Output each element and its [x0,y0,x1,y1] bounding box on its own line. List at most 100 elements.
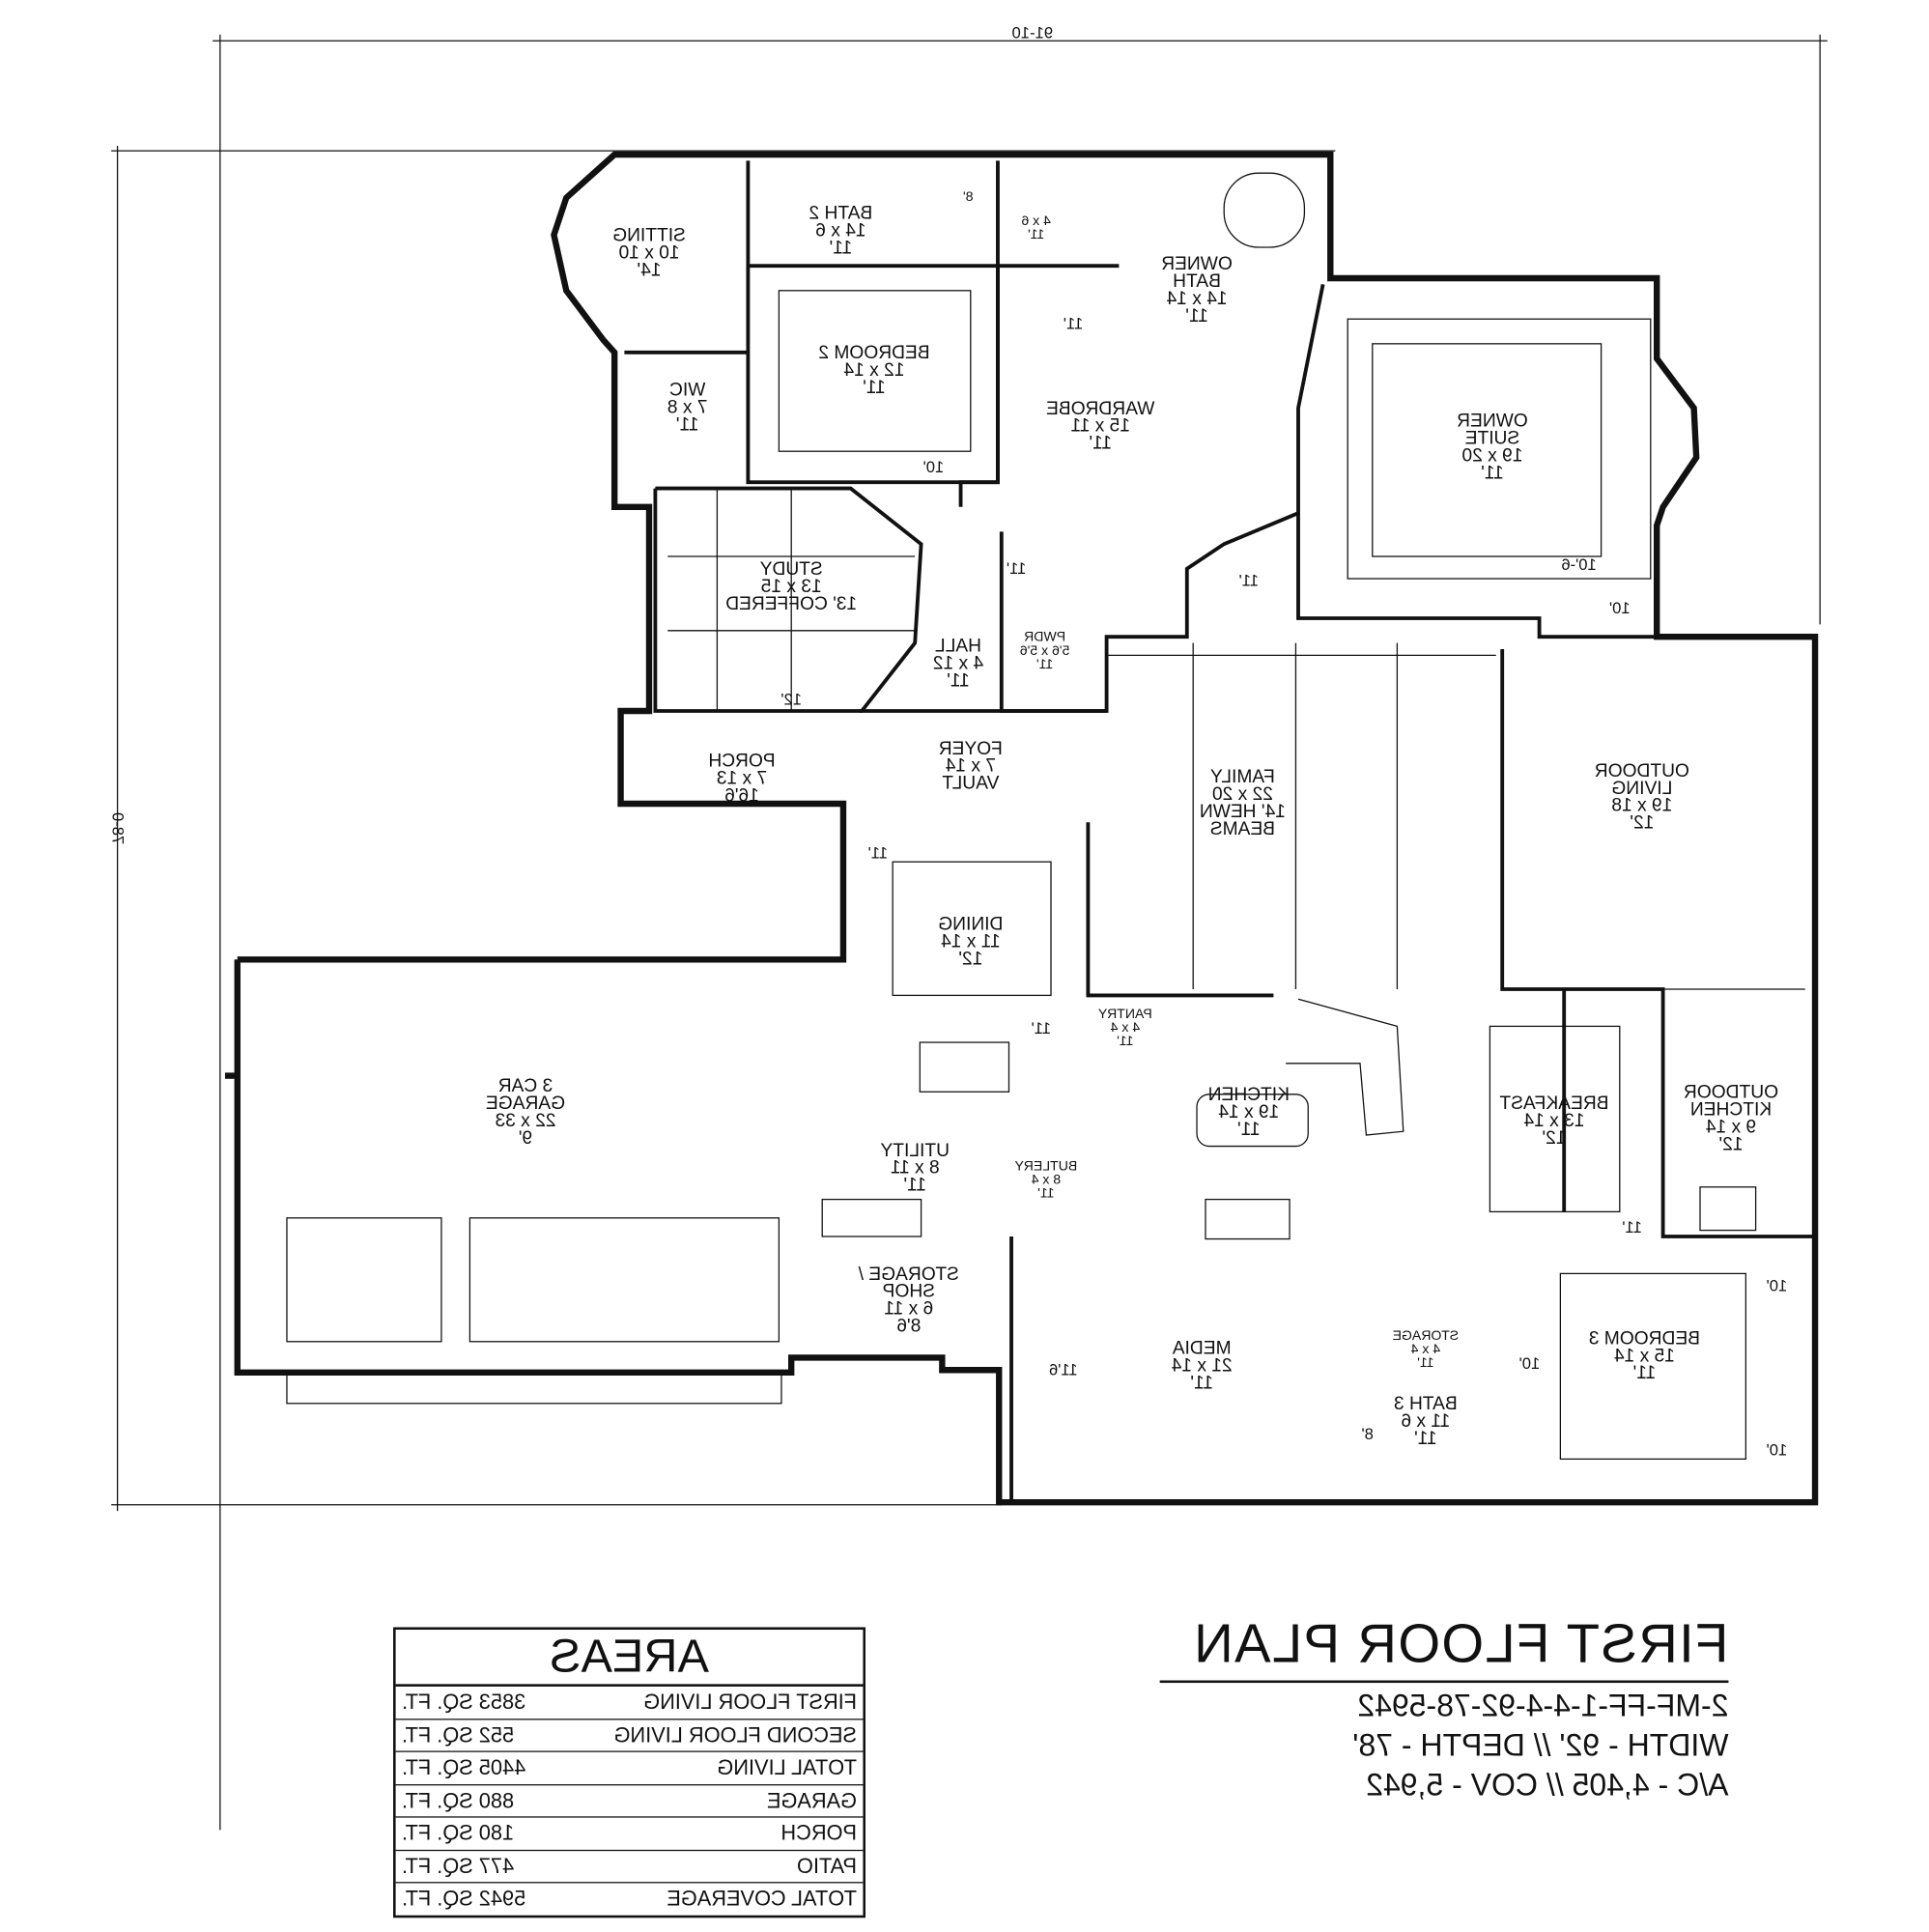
area-label: TOTAL COVERAGE [667,1887,858,1911]
areas-row: FIRST FLOOR LIVING 3853 SQ. FT. [395,1686,864,1719]
area-label: SECOND FLOOR LIVING [613,1722,858,1747]
overall-depth-dimension: 78-0 [108,811,128,845]
room-label-line: BEAMS [1209,818,1276,840]
interior-walls [624,160,1816,1503]
room-label-line: 11' [829,237,853,259]
ceiling-height-note: 8' [1361,1424,1374,1443]
ceiling-height-note: 11'6 [1048,1360,1078,1379]
room-label-line: 11' [1417,1355,1434,1371]
area-label: PORCH [780,1821,858,1845]
room-label-line: 8' [962,189,974,205]
ceiling-height-note: 10'-6 [1561,554,1597,574]
area-value: 552 SQ. FT. [402,1722,515,1747]
area-value: 4405 SQ. FT. [402,1755,526,1779]
area-value: 477 SQ. FT. [402,1854,515,1878]
room-label-line: 11' [675,413,699,436]
room-label-line: 14' [637,259,662,281]
ceiling-height-note: 11' [1238,571,1260,590]
room-label-line: 11' [1414,1428,1437,1450]
room-label-shower-8: 8' [962,189,974,205]
fixture-details [286,172,1805,1461]
room-label-line: 11' [1632,1362,1657,1384]
ceiling-height-note: 11' [1006,558,1027,578]
title-block: FIRST FLOOR PLAN 2-MF-FF-1-4-4-92-78-594… [1159,1613,1729,1804]
exterior-walls [224,151,1819,1506]
overall-width-dimension: 91-10 [1011,23,1054,43]
room-label-line: 11' [1481,462,1504,484]
room-label-line: 11' [1185,305,1208,327]
areas-row: TOTAL LIVING 4405 SQ. FT. [395,1751,864,1785]
dimension-lines [111,34,1828,1831]
plan-title: FIRST FLOOR PLAN [1159,1613,1729,1684]
areas-row: SECOND FLOOR LIVING 552 SQ. FT. [395,1719,864,1752]
room-label-line: 16'6 [724,784,759,807]
ceiling-height-note: 10' [1518,1353,1541,1373]
areas-heading: AREAS [395,1630,864,1687]
ceiling-height-note: 11' [867,842,889,863]
areas-table: AREAS FIRST FLOOR LIVING 3853 SQ. FT. SECO… [393,1627,865,1918]
room-label-line: 11' [1035,657,1054,672]
ceiling-height-note: 10' [1766,1440,1788,1460]
room-label-line: VAULT [942,773,1000,794]
ceiling-height-note: 10' [1608,598,1631,617]
ceiling-height-note: 11' [1031,1018,1051,1037]
area-label: GARAGE [766,1788,858,1812]
area-value: 3853 SQ. FT. [402,1690,526,1715]
ceiling-height-note: 12' [780,690,803,709]
areas-row: GARAGE 880 SQ. FT. [395,1784,864,1818]
room-label-line: 13' COFFERED [725,593,858,615]
area-label: PATIO [796,1854,858,1878]
plan-code: 2-MF-FF-1-4-4-92-78-5942 [1357,1689,1729,1724]
room-label-line: 11' [1117,1034,1134,1050]
plan-width-depth: WIDTH - 92' // DEPTH - 78' [1352,1728,1729,1764]
areas-row: PATIO 477 SQ. FT. [395,1850,864,1884]
room-label-line: 11' [1027,227,1045,242]
room-label-line: 11' [947,669,970,692]
room-label-line: 11' [1037,1186,1055,1202]
area-value: 5942 SQ. FT. [402,1887,526,1911]
area-value: 180 SQ. FT. [402,1821,515,1845]
room-label-line: 8'6 [896,1315,922,1337]
ceiling-height-note: 10' [922,457,945,476]
area-value: 880 SQ. FT. [402,1788,515,1812]
ceiling-height-note: 11' [1622,1217,1642,1236]
areas-row: TOTAL COVERAGE 5942 SQ. FT. [396,1883,864,1915]
room-label-line: 9' [518,1127,533,1150]
room-label-line: 11' [1089,433,1112,454]
room-label-line: 12' [958,948,983,970]
plan-ac-coverage: A/C - 4,405 // COV - 5,942 [1366,1768,1729,1804]
area-label: FIRST FLOOR LIVING [643,1690,858,1715]
room-label-line: 11' [1190,1372,1213,1394]
room-label-line: 12' [1718,1133,1744,1155]
ceiling-height-note: 11' [1063,314,1084,333]
area-label: TOTAL LIVING [717,1755,858,1779]
room-label-line: 12' [1630,811,1655,834]
